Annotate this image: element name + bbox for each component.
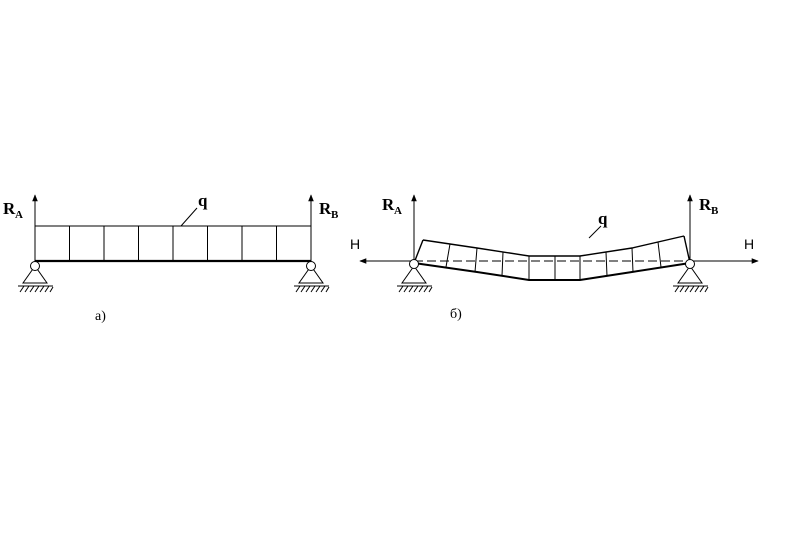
caption-a: а)	[95, 309, 106, 324]
load-label-a: q	[198, 191, 208, 210]
load-leader-b	[588, 225, 602, 239]
pin-support-left-b	[397, 259, 433, 293]
deflected-load-top-b	[422, 235, 685, 257]
load-label-b: q	[598, 209, 608, 228]
reaction-sub-right-b: B	[711, 205, 719, 217]
pin-support-right-a	[294, 261, 330, 293]
reaction-label-left-a: R	[3, 199, 16, 218]
reaction-label-left-b: R	[382, 195, 395, 214]
reaction-label-right-b: R	[699, 195, 712, 214]
load-leader-a	[180, 207, 198, 227]
pin-support-left-a	[18, 261, 54, 293]
diagram-b: H H q R A R B	[350, 194, 759, 322]
reaction-sub-right-a: B	[331, 209, 339, 221]
load-divisions-a	[69, 226, 277, 261]
diagram-a: q R A R B	[3, 191, 339, 324]
reaction-sub-left-b: A	[394, 205, 402, 217]
deflected-beam-b	[413, 262, 691, 281]
reaction-sub-left-a: A	[15, 209, 23, 221]
reaction-label-right-a: R	[319, 199, 332, 218]
pin-support-right-b	[673, 259, 709, 293]
thrust-label-right-b: H	[744, 236, 754, 252]
thrust-label-left-b: H	[350, 236, 360, 252]
caption-b: б)	[450, 307, 462, 322]
load-divisions-b	[445, 241, 662, 280]
